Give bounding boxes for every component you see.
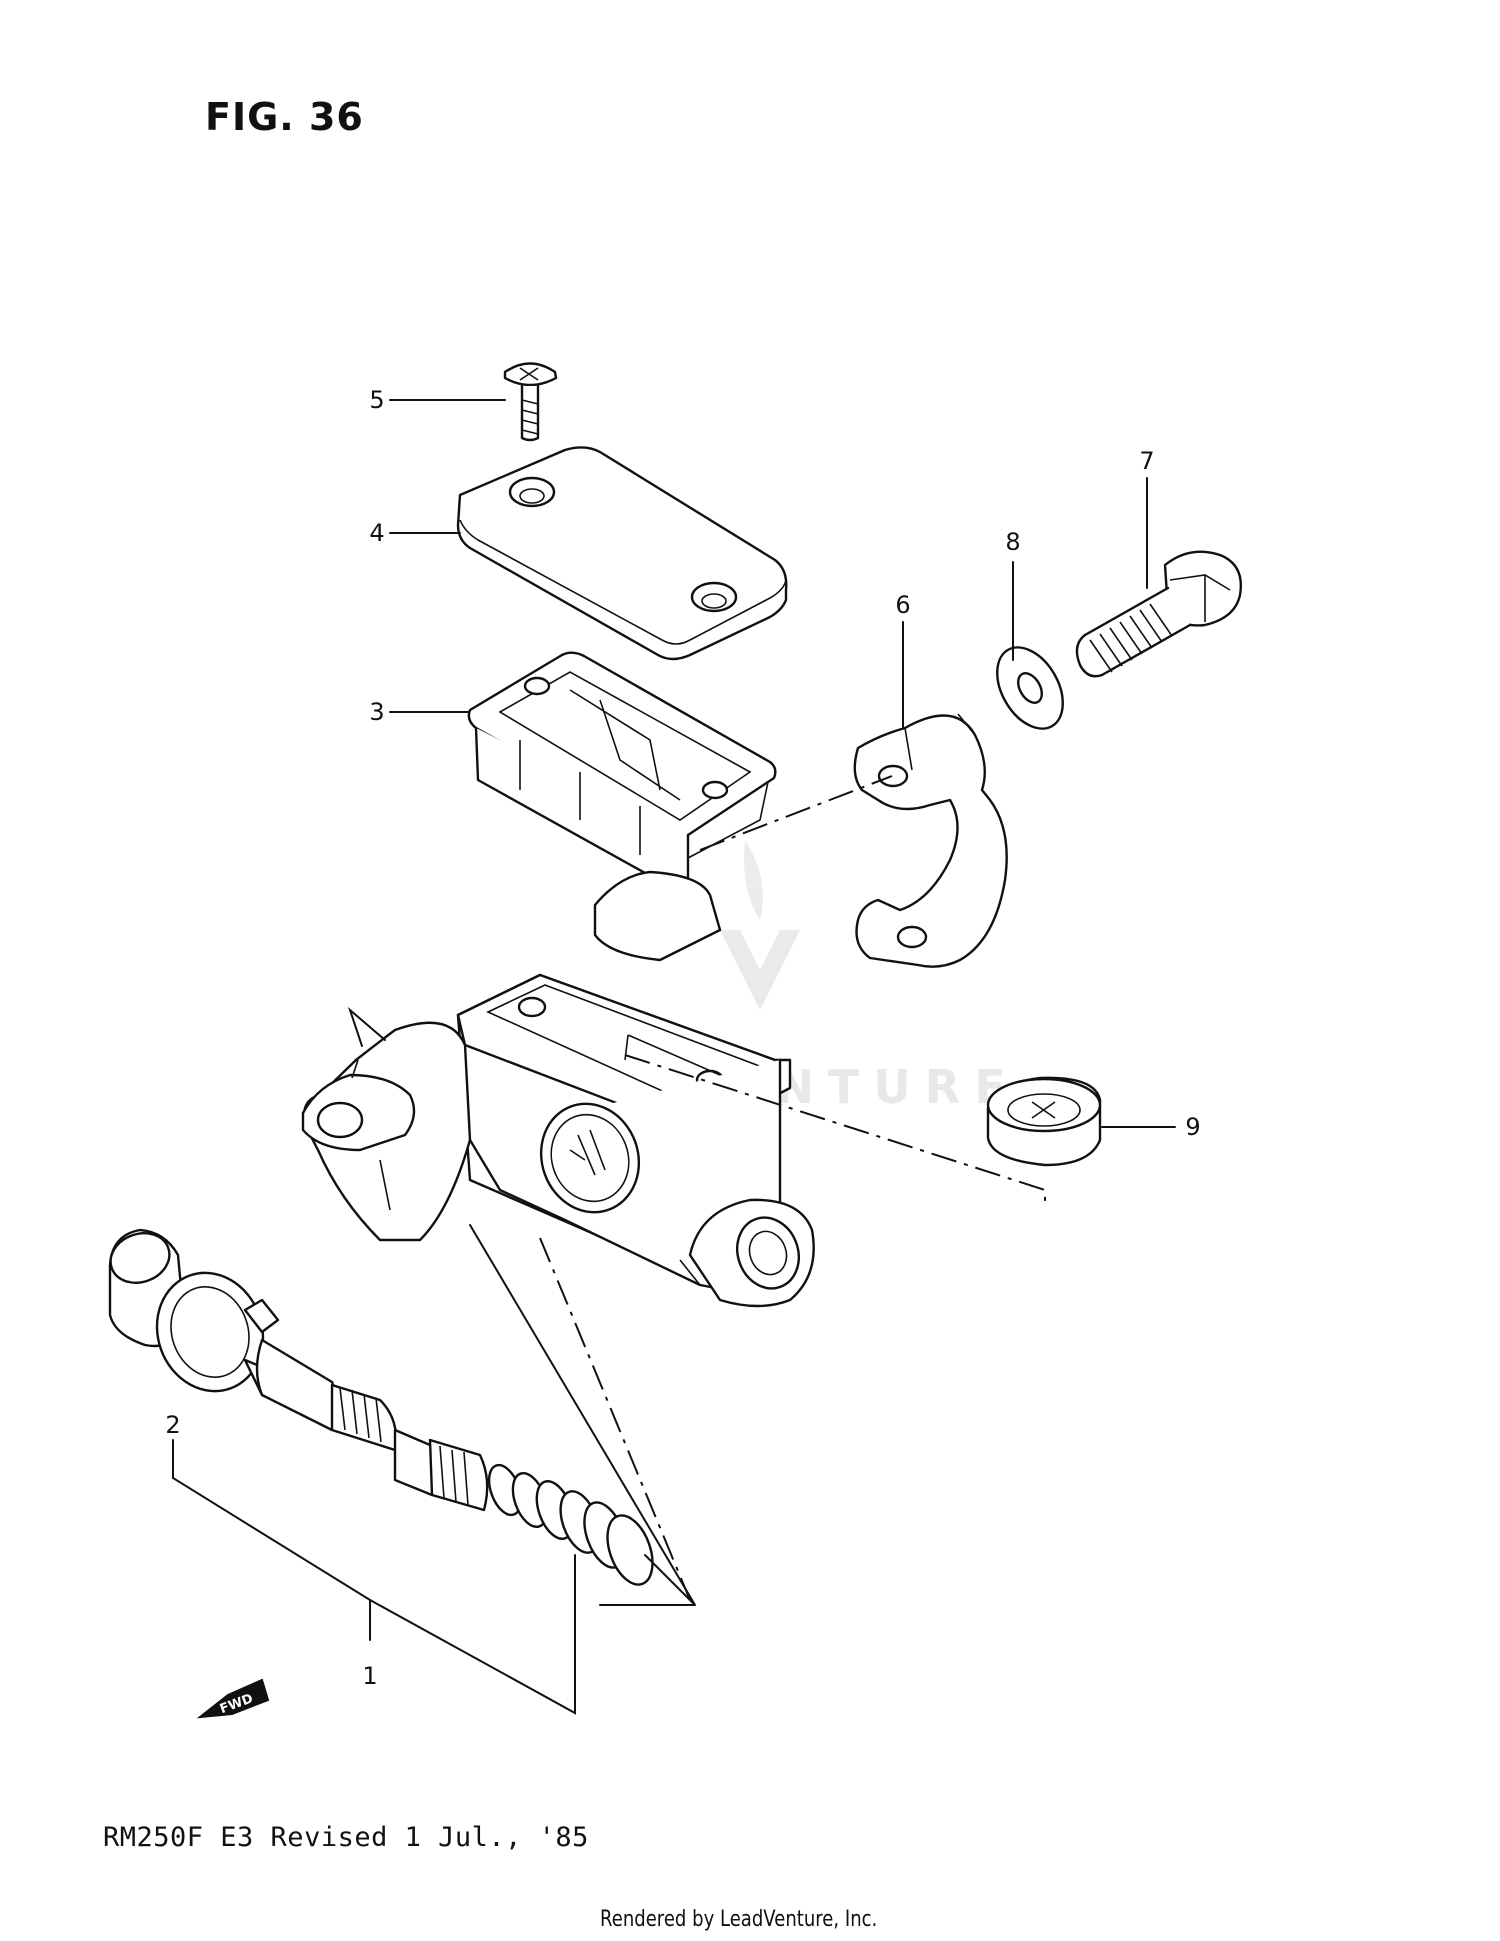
fwd-arrow-icon: FWD <box>196 1678 270 1719</box>
master-cylinder-body <box>301 870 815 1308</box>
leader-lines <box>172 399 1176 1715</box>
figure-title: FIG. 36 <box>205 95 364 139</box>
callout-4: 4 <box>369 519 385 547</box>
piston-assembly <box>108 1228 654 1586</box>
return-spring <box>487 1463 654 1586</box>
render-credit: Rendered by LeadVenture, Inc. <box>600 1907 878 1932</box>
part-4-reservoir-cap <box>456 446 788 661</box>
part-3-diaphragm <box>467 651 777 890</box>
part-7-bolt <box>1075 550 1242 678</box>
callout-6: 6 <box>895 591 911 619</box>
callout-7: 7 <box>1139 447 1155 475</box>
part-8-washer <box>996 646 1064 730</box>
model-reference: RM250F E3 Revised 1 Jul., '85 <box>103 1822 589 1853</box>
callout-2: 2 <box>165 1411 181 1439</box>
part-6-clamp <box>853 713 1008 968</box>
callout-5: 5 <box>369 386 385 414</box>
part-5-screw <box>503 362 558 442</box>
callout-3: 3 <box>369 698 385 726</box>
leadventure-logo-icon <box>720 840 800 1010</box>
callout-8: 8 <box>1005 528 1021 556</box>
callout-1: 1 <box>362 1662 378 1690</box>
callout-9: 9 <box>1185 1113 1201 1141</box>
part-9-boot <box>986 1076 1102 1167</box>
